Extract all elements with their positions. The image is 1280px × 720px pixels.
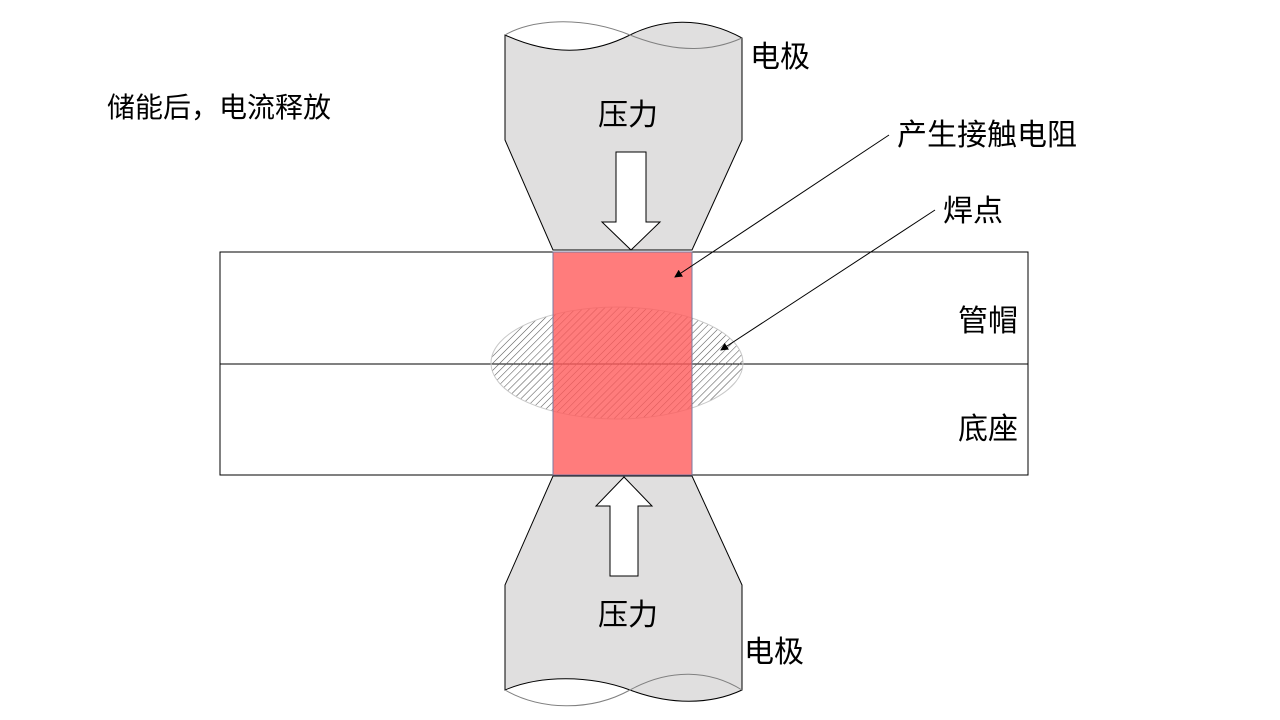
weld-spot-label: 焊点 <box>943 194 1003 229</box>
weld-spot-leader <box>720 209 936 351</box>
base-label: 底座 <box>958 412 1018 447</box>
contact-zone <box>552 251 693 476</box>
bottom-pressure-label: 压力 <box>598 598 658 633</box>
caption-text: 储能后，电流释放 <box>107 91 331 124</box>
up-pressure-arrow <box>594 476 654 577</box>
cap-label: 管帽 <box>958 304 1018 339</box>
contact-resistance-label: 产生接触电阻 <box>897 118 1077 153</box>
bottom-electrode-cut-line <box>504 673 743 707</box>
top-pressure-label: 压力 <box>598 98 658 133</box>
top-electrode-cut-line <box>504 21 743 49</box>
down-pressure-arrow <box>600 151 662 251</box>
top-electrode-label: 电极 <box>750 40 810 75</box>
contact-resistance-leader <box>674 134 890 278</box>
bottom-electrode-label: 电极 <box>744 635 804 670</box>
